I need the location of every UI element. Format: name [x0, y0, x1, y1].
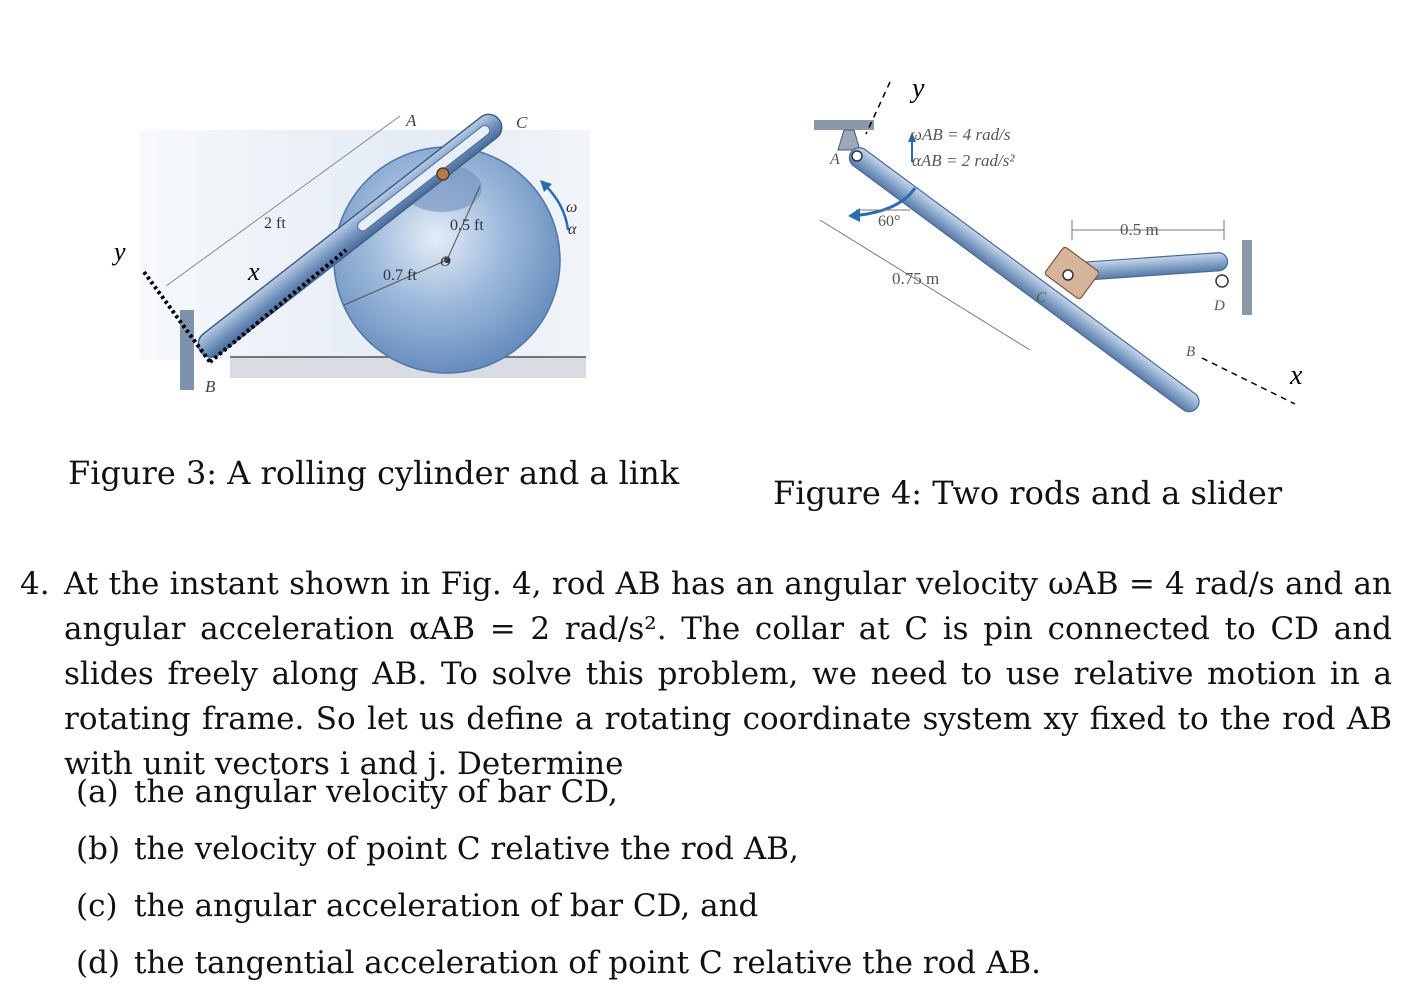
- part-c: (c) the angular acceleration of bar CD, a…: [76, 882, 1041, 939]
- wall-support: [1242, 240, 1252, 315]
- part-text: the tangential acceleration of point C r…: [134, 945, 1042, 981]
- link-ab: [197, 113, 503, 358]
- label-a: A: [829, 151, 840, 168]
- label-b: B: [205, 377, 216, 396]
- axis-x-label: x: [1289, 360, 1303, 391]
- figure-3: A C B O 2 ft 0.5 ft 0.7 ft ω α x y: [100, 100, 610, 410]
- label-o: O: [440, 254, 451, 270]
- length-cd-label: 0.5 m: [1120, 220, 1159, 239]
- pin-a: [851, 150, 863, 162]
- part-d: (d) the tangential acceleration of point …: [76, 939, 1041, 996]
- part-label: (a): [76, 774, 119, 810]
- label-c: C: [1036, 290, 1047, 306]
- part-text: the angular velocity of bar CD,: [134, 774, 618, 810]
- axis-y-label: y: [909, 73, 925, 104]
- figure-3-drawing: A C B O 2 ft 0.5 ft 0.7 ft ω α x y: [111, 111, 590, 396]
- axis-x-dashed: [1201, 357, 1296, 405]
- part-label: (c): [76, 888, 118, 924]
- label-0-7ft: 0.7 ft: [383, 267, 417, 284]
- axis-y-label: y: [111, 237, 126, 266]
- part-text: the angular acceleration of bar CD, and: [134, 888, 759, 924]
- length-ac-label: 0.75 m: [892, 269, 939, 288]
- label-2ft: 2 ft: [264, 215, 286, 232]
- label-d: D: [1213, 298, 1225, 314]
- omega-arrow: [544, 184, 570, 231]
- part-label: (d): [76, 945, 121, 981]
- omega-ab-label: ωAB = 4 rad/s: [910, 125, 1011, 144]
- omega-arrow: [859, 187, 917, 217]
- part-label: (b): [76, 831, 121, 867]
- label-c: C: [516, 113, 528, 132]
- problem-parts: (a) the angular velocity of bar CD, (b) th…: [76, 768, 1041, 996]
- axis-x-dotted: [208, 248, 348, 364]
- problem-number: 4.: [20, 566, 50, 602]
- figure-4: y x ωAB = 4 rad/s αAB = 2 rad/s² A 60° 0…: [800, 70, 1320, 415]
- label-a: A: [405, 111, 417, 130]
- part-a: (a) the angular velocity of bar CD,: [76, 768, 1041, 825]
- label-alpha: α: [568, 221, 577, 238]
- figure-3-caption: Figure 3: A rolling cylinder and a link: [68, 454, 680, 492]
- axis-y-dotted: [142, 270, 212, 364]
- rod-ab: [848, 147, 1200, 413]
- label-b: B: [1186, 344, 1195, 360]
- problem-4: 4. At the instant shown in Fig. 4, rod A…: [20, 562, 1392, 787]
- part-b: (b) the velocity of point C relative the …: [76, 825, 1041, 882]
- wall-support: [180, 310, 194, 390]
- pin-d: [1215, 274, 1229, 288]
- dimension-075: [819, 219, 1031, 351]
- part-text: the velocity of point C relative the rod…: [134, 831, 799, 867]
- pin-a: [436, 167, 450, 181]
- problem-statement: At the instant shown in Fig. 4, rod AB h…: [64, 566, 1392, 782]
- figure-4-drawing: y x ωAB = 4 rad/s αAB = 2 rad/s² A 60° 0…: [814, 73, 1303, 413]
- angle-label: 60°: [878, 213, 900, 230]
- ceiling-support: [814, 120, 874, 130]
- axis-x-label: x: [247, 257, 260, 286]
- figure-4-caption: Figure 4: Two rods and a slider: [773, 474, 1283, 512]
- alpha-ab-label: αAB = 2 rad/s²: [912, 151, 1015, 170]
- label-0-5ft: 0.5 ft: [450, 217, 484, 234]
- label-omega: ω: [566, 199, 577, 216]
- axis-y-dashed: [865, 81, 891, 135]
